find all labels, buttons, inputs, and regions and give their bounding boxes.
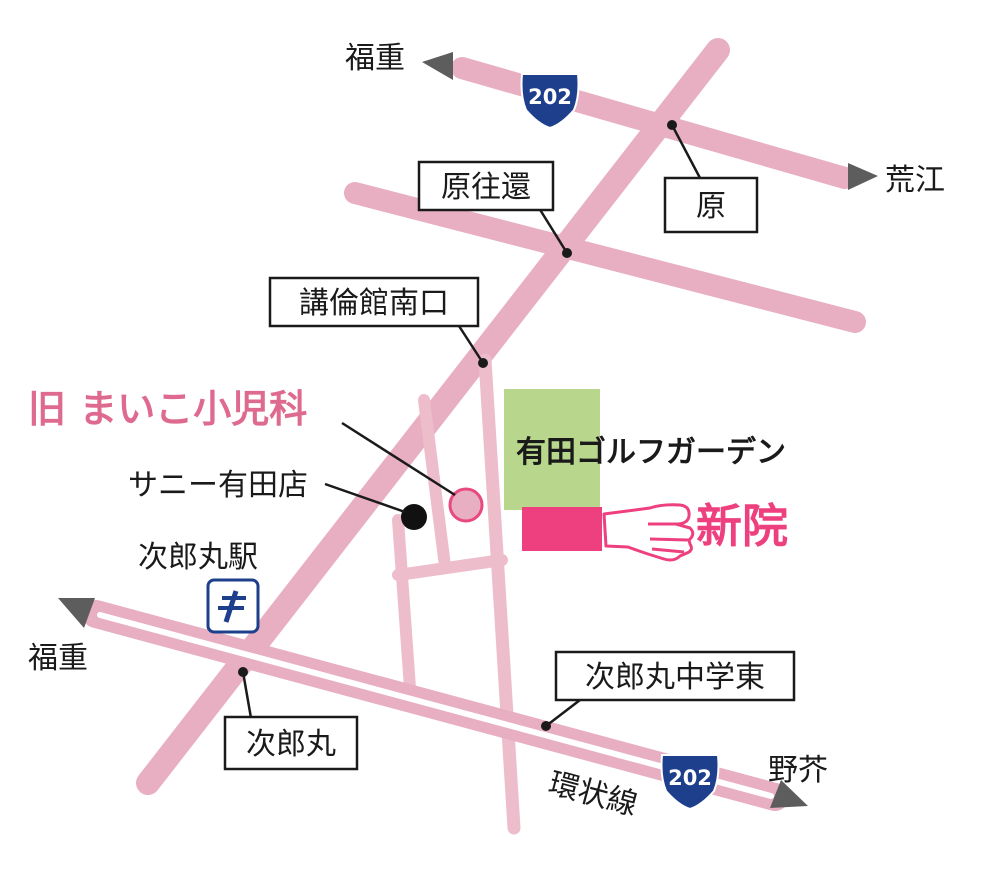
arrow-up-left-icon bbox=[58, 598, 95, 628]
arrow-right-icon bbox=[848, 163, 878, 190]
direction-arae: 荒江 bbox=[885, 163, 945, 198]
direction-arrows bbox=[58, 52, 878, 808]
intersection-jiromaru-chu: 次郎丸中学東 bbox=[541, 650, 796, 731]
intersection-korinkan: 講倫館南口 bbox=[268, 276, 488, 368]
route-number: 202 bbox=[668, 766, 712, 790]
pointing-hand-icon bbox=[602, 503, 695, 562]
golf-garden-area bbox=[504, 389, 600, 510]
intersection-hara: 原 bbox=[663, 120, 759, 234]
route-shield-icon bbox=[660, 754, 720, 811]
sunny-marker bbox=[401, 504, 427, 530]
route-number: 202 bbox=[528, 85, 572, 109]
arrow-down-right-icon bbox=[770, 780, 808, 808]
intersection-label: 次郎丸中学東 bbox=[585, 660, 765, 695]
intersection-label: 原往還 bbox=[441, 170, 531, 205]
direction-fukushige-left: 福重 bbox=[28, 641, 88, 676]
subway-station-icon bbox=[206, 578, 260, 634]
old-clinic-leader bbox=[341, 421, 456, 497]
new-clinic-label: 新院 bbox=[696, 499, 788, 553]
road-inner-3 bbox=[392, 514, 416, 694]
road-ring-inner bbox=[97, 612, 774, 799]
intersection-label: 講倫館南口 bbox=[299, 286, 449, 321]
old-clinic-marker bbox=[448, 487, 484, 523]
road-inner-2 bbox=[392, 554, 508, 581]
old-clinic-label: 旧 まいこ小児科 bbox=[28, 387, 307, 431]
direction-fukushige-top: 福重 bbox=[345, 41, 405, 76]
direction-noke: 野芥 bbox=[768, 753, 828, 788]
intersection-jiromaru: 次郎丸 bbox=[223, 667, 359, 771]
arrow-left-icon bbox=[422, 52, 453, 80]
golf-label: 有田ゴルフガーデン bbox=[516, 435, 786, 470]
route-shield-top: 202 bbox=[520, 73, 580, 130]
ring-road-label: 環状線 bbox=[545, 766, 641, 823]
sunny-label: サニー有田店 bbox=[128, 468, 308, 503]
intersection-label: 原 bbox=[696, 189, 726, 224]
sunny-leader bbox=[324, 482, 406, 514]
intersection-label: 次郎丸 bbox=[246, 727, 336, 762]
station-label: 次郎丸駅 bbox=[138, 540, 258, 575]
route-shield-icon bbox=[520, 73, 580, 130]
road-korinkan-south bbox=[478, 353, 521, 835]
road-harao bbox=[344, 182, 866, 333]
route-shield-bottom: 202 bbox=[660, 754, 720, 811]
intersection-harao: 原往還 bbox=[417, 160, 572, 258]
new-clinic-area bbox=[522, 507, 602, 551]
